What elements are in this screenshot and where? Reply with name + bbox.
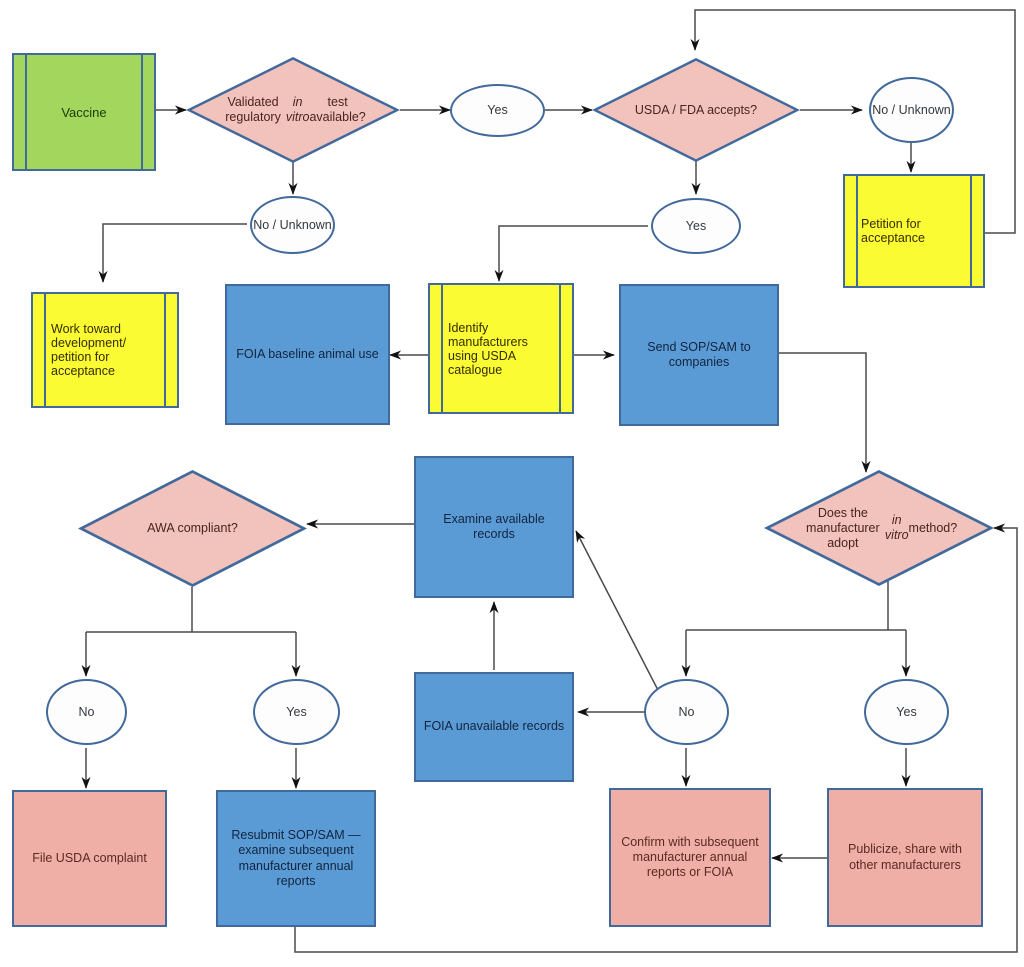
node-awa-yes[interactable]: Yes [253,679,340,745]
predefined-bar-left [856,176,858,286]
node-petition-acceptance[interactable]: Petition for acceptance [843,174,985,288]
node-yes-1-label: Yes [487,103,508,117]
node-usda-fda-accepts-label: USDA / FDA accepts? [634,102,758,117]
node-adopt-yes[interactable]: Yes [864,679,949,745]
node-examine-records[interactable]: Examine available records [414,456,574,598]
node-foia-unavailable-label: FOIA unavailable records [423,719,565,734]
node-validated-test[interactable]: Validated regulatory in vitro test avail… [186,57,400,163]
node-awa-compliant-label: AWA compliant? [147,521,238,535]
node-identify-manufacturers[interactable]: Identify manufacturers using USDA catalo… [428,283,574,414]
predefined-bar-right [559,285,561,412]
node-yes-2[interactable]: Yes [651,198,741,254]
node-awa-yes-label: Yes [286,704,307,719]
node-identify-manufacturers-label: Identify manufacturers using USDA catalo… [448,320,528,377]
node-validated-test-label: Validated regulatory in vitro test avail… [225,95,366,124]
node-adopt-no[interactable]: No [644,679,729,745]
predefined-bar-right [141,55,143,169]
node-foia-unavailable[interactable]: FOIA unavailable records [414,672,574,782]
edge-yes2-to-identify [494,225,648,282]
node-yes-1[interactable]: Yes [450,84,545,137]
node-adopt-no-label: No [678,704,695,719]
predefined-bar-left [44,294,46,406]
node-foia-baseline-label: FOIA baseline animal use [236,346,379,361]
node-file-usda-complaint[interactable]: File USDA complaint [12,790,167,927]
node-confirm-subsequent-label: Confirm with subsequent manufacturer ann… [621,834,759,880]
node-confirm-subsequent[interactable]: Confirm with subsequent manufacturer ann… [609,788,771,927]
node-no-unknown-2-label: No / Unknown [872,102,951,117]
node-file-usda-complaint-label: File USDA complaint [32,850,147,865]
node-resubmit-sop-sam-label: Resubmit SOP/SAM —examine subsequent man… [231,828,361,888]
node-examine-records-label: Examine available records [443,511,545,541]
node-foia-baseline[interactable]: FOIA baseline animal use [225,284,390,425]
predefined-bar-left [25,55,27,169]
edge-adopt-no-to-examine [575,530,661,695]
node-petition-acceptance-label: Petition for acceptance [861,217,925,245]
node-no-unknown-1-label: No / Unknown [253,217,332,232]
node-work-toward-development-label: Work toward development/ petition for ac… [51,322,127,378]
edge-send-sop-to-adopt [779,352,871,473]
node-adopt-in-vitro-label: Does the manufacturer adopt in vitro met… [806,505,958,550]
node-no-unknown-2[interactable]: No / Unknown [869,77,954,143]
node-adopt-yes-label: Yes [896,704,917,719]
node-no-unknown-1[interactable]: No / Unknown [250,196,335,254]
node-work-toward-development[interactable]: Work toward development/ petition for ac… [31,292,179,408]
node-publicize-share[interactable]: Publicize, share with other manufacturer… [827,788,983,927]
predefined-bar-left [441,285,443,412]
node-awa-compliant[interactable]: AWA compliant? [78,470,307,587]
edge-no-unknown1-to-work-toward [98,223,247,283]
predefined-bar-right [164,294,166,406]
node-vaccine[interactable]: Vaccine [12,53,156,171]
node-awa-no[interactable]: No [46,679,127,745]
node-yes-2-label: Yes [685,218,707,233]
predefined-bar-right [970,176,972,286]
node-publicize-share-label: Publicize, share with other manufacturer… [848,842,962,872]
node-adopt-in-vitro[interactable]: Does the manufacturer adopt in vitro met… [764,470,994,586]
node-send-sop-sam-label: Send SOP/SAM to companies [647,339,751,369]
node-send-sop-sam[interactable]: Send SOP/SAM to companies [619,284,779,426]
node-vaccine-label: Vaccine [61,104,107,120]
node-usda-fda-accepts[interactable]: USDA / FDA accepts? [592,58,800,162]
node-awa-no-label: No [78,704,95,719]
node-resubmit-sop-sam[interactable]: Resubmit SOP/SAM —examine subsequent man… [216,790,376,927]
